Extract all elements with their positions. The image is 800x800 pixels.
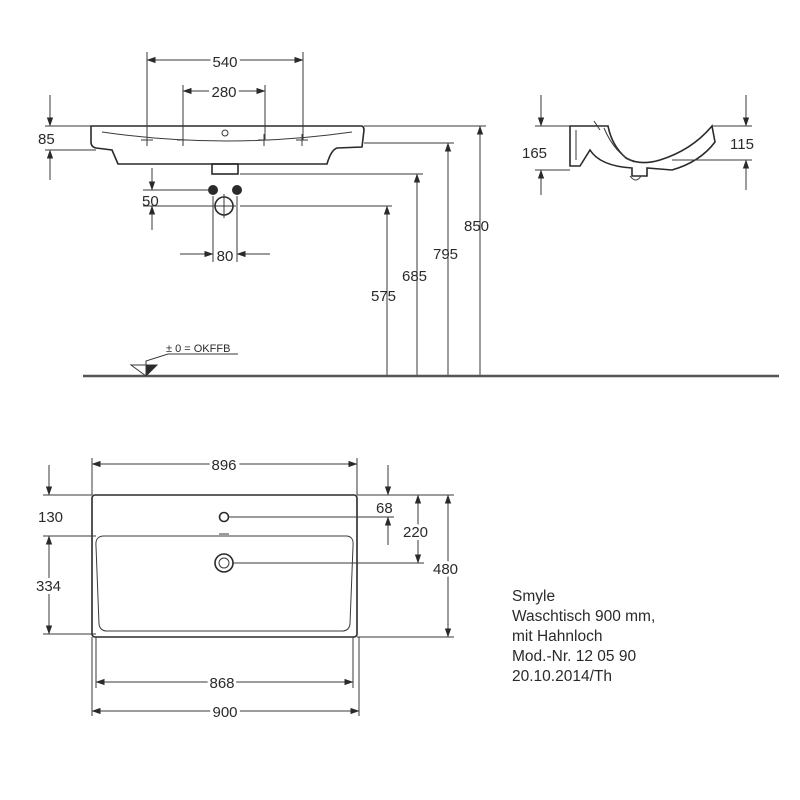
basin-inner-curve: [101, 131, 353, 142]
front-view: 540 280 85 50 80 575 685 795 850: [38, 51, 779, 378]
dim-575: 575: [371, 288, 396, 305]
floor-reference-label: ± 0 = OKFFB: [166, 343, 230, 355]
model-number: Mod.-Nr. 12 05 90: [512, 648, 637, 665]
dim-220: 220: [403, 524, 428, 541]
basin-top-outline: [91, 494, 358, 638]
dim-130: 130: [38, 509, 63, 526]
dim-115: 115: [730, 136, 754, 153]
dim-50: 50: [142, 193, 159, 210]
dim-850: 850: [464, 218, 489, 235]
dim-85: 85: [38, 131, 55, 148]
drain-outer: [214, 553, 234, 573]
product-feature: mit Hahnloch: [512, 628, 603, 645]
product-name: Smyle: [512, 588, 556, 605]
dim-280: 280: [211, 84, 236, 101]
drawing-date: 20.10.2014/Th: [512, 668, 612, 685]
basin-side-outline: [569, 124, 716, 177]
dim-334: 334: [36, 578, 61, 595]
dim-795: 795: [433, 246, 458, 263]
dim-868: 868: [209, 675, 234, 692]
tap-hole-top: [218, 511, 230, 523]
dim-165: 165: [522, 145, 547, 162]
waste-spigot: [211, 163, 239, 175]
product-description: Waschtisch 900 mm,: [512, 608, 656, 625]
dim-68: 68: [376, 500, 393, 517]
dim-480: 480: [433, 561, 458, 578]
title-block: Smyle Waschtisch 900 mm, mit Hahnloch Mo…: [512, 587, 655, 687]
dim-900: 900: [212, 704, 237, 721]
overflow-hole: [221, 129, 229, 137]
floor-level-symbol: [129, 353, 238, 377]
dim-685: 685: [402, 268, 427, 285]
drain-inner: [218, 557, 230, 569]
top-view: 896 868 900 130 334 68 220 480: [33, 454, 461, 724]
connection-point-left: [208, 185, 218, 195]
connection-point-right: [232, 185, 242, 195]
basin-front-outline: [90, 125, 365, 165]
dim-540: 540: [212, 54, 237, 71]
dim-896: 896: [211, 457, 236, 474]
side-view: 165 115: [522, 95, 754, 195]
dim-80: 80: [217, 248, 234, 265]
bowl-outline: [95, 535, 354, 632]
